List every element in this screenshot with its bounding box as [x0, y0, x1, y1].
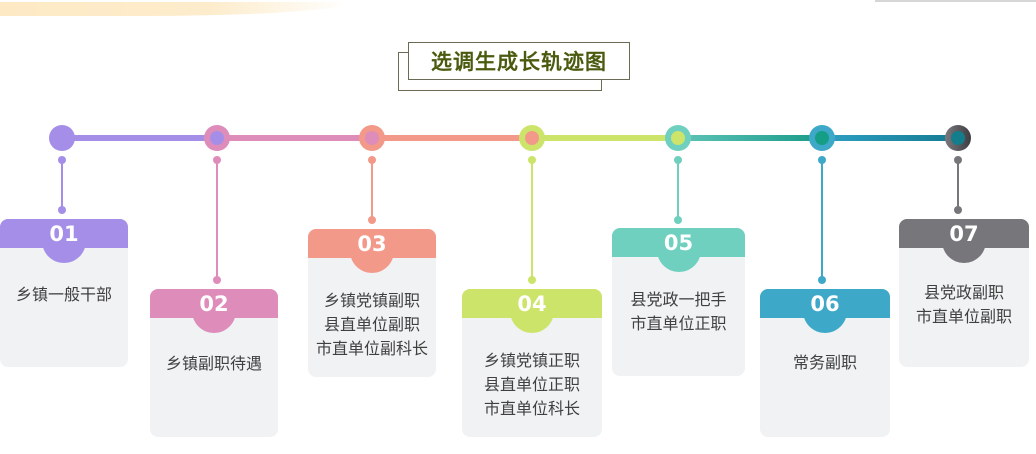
timeline-segment-2: [217, 135, 372, 141]
card-line: 市直单位科长: [483, 399, 580, 418]
stem-dot-bottom-1: [58, 206, 66, 214]
step-card-5: 05 县党政一把手 市直单位正职: [612, 228, 745, 376]
card-line: 常务副职: [792, 353, 857, 372]
stem-dot-bottom-3: [368, 216, 376, 224]
card-text: 常务副职: [760, 351, 890, 375]
timeline-node-7: [945, 125, 971, 151]
stem-dot-bottom-4: [528, 276, 536, 284]
card-header: 02: [150, 289, 278, 333]
timeline-node-4: [519, 125, 545, 151]
card-header: 04: [462, 289, 602, 333]
timeline-node-1: [49, 125, 75, 151]
stem-line-7: [957, 160, 959, 210]
step-number: 06: [810, 292, 840, 316]
card-line: 县党政副职: [923, 283, 1004, 302]
card-badge: 01: [42, 219, 86, 263]
card-badge: 06: [803, 289, 847, 333]
stem-dot-bottom-6: [818, 276, 826, 284]
step-card-3: 03 乡镇党镇副职 县直单位副职 市直单位副科长: [308, 229, 436, 377]
stem-line-1: [61, 160, 63, 210]
decorative-top-band: [0, 2, 350, 16]
timeline-segment-1: [62, 135, 217, 141]
title-box: 选调生成长轨迹图: [408, 42, 630, 80]
step-number: 07: [949, 222, 979, 246]
timeline-node-3: [359, 125, 385, 151]
card-header: 05: [612, 228, 745, 272]
step-number: 05: [663, 231, 694, 255]
page-title: 选调生成长轨迹图: [431, 50, 607, 74]
card-line: 市直单位正职: [630, 314, 727, 333]
card-text: 乡镇党镇副职 县直单位副职 市直单位副科长: [308, 289, 436, 361]
stem-dot-bottom-2: [213, 276, 221, 284]
card-badge: 03: [350, 229, 394, 273]
step-card-7: 07 县党政副职 市直单位副职: [899, 219, 1029, 367]
timeline-segment-6: [822, 135, 958, 141]
card-text: 县党政副职 市直单位副职: [899, 281, 1029, 329]
card-line: 市直单位副职: [915, 307, 1012, 326]
stem-line-5: [677, 160, 679, 220]
card-badge: 04: [510, 289, 554, 333]
timeline-node-6: [809, 125, 835, 151]
timeline-segment-3: [372, 135, 532, 141]
step-number: 01: [49, 222, 79, 246]
card-header: 03: [308, 229, 436, 273]
step-number: 03: [357, 232, 387, 256]
card-line: 乡镇一般干部: [15, 285, 112, 304]
card-text: 乡镇党镇正职 县直单位正职 市直单位科长: [462, 349, 602, 421]
card-text: 县党政一把手 市直单位正职: [612, 288, 745, 336]
card-header: 06: [760, 289, 890, 333]
card-line: 乡镇党镇正职: [483, 351, 580, 370]
card-text: 乡镇副职待遇: [150, 352, 278, 376]
stem-line-3: [371, 160, 373, 220]
card-badge: 07: [942, 219, 986, 263]
card-badge: 02: [192, 289, 236, 333]
stem-line-4: [531, 160, 533, 280]
step-card-4: 04 乡镇党镇正职 县直单位正职 市直单位科长: [462, 289, 602, 437]
step-number: 02: [199, 292, 229, 316]
timeline-node-2: [204, 125, 230, 151]
card-line: 县直单位正职: [483, 375, 580, 394]
card-text: 乡镇一般干部: [0, 283, 128, 307]
card-line: 乡镇党镇副职: [323, 291, 420, 310]
step-card-1: 01 乡镇一般干部: [0, 219, 128, 367]
stem-dot-bottom-5: [674, 216, 682, 224]
step-number: 04: [517, 292, 547, 316]
card-line: 县党政一把手: [630, 290, 727, 309]
title-frame: 选调生成长轨迹图: [398, 42, 638, 92]
timeline-segment-4: [532, 135, 678, 141]
card-header: 07: [899, 219, 1029, 263]
card-line: 乡镇副职待遇: [165, 354, 262, 373]
stem-dot-bottom-7: [954, 206, 962, 214]
timeline-segment-5: [678, 135, 822, 141]
stem-line-6: [821, 160, 823, 280]
timeline-node-5: [665, 125, 691, 151]
decorative-top-rule: [875, 0, 1036, 2]
card-badge: 05: [656, 228, 701, 272]
stem-line-2: [216, 160, 218, 280]
card-header: 01: [0, 219, 128, 263]
card-line: 市直单位副科长: [315, 339, 428, 358]
step-card-6: 06 常务副职: [760, 289, 890, 437]
card-line: 县直单位副职: [323, 315, 420, 334]
step-card-2: 02 乡镇副职待遇: [150, 289, 278, 437]
